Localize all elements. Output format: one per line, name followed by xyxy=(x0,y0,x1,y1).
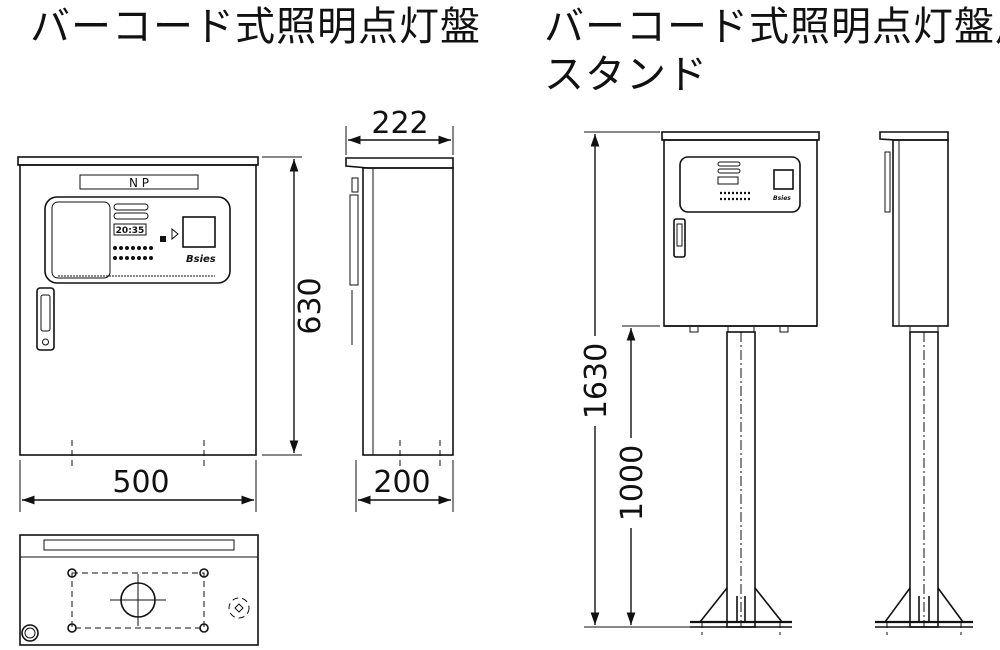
dim-side-top: 222 xyxy=(345,106,454,155)
bottom-body xyxy=(19,534,259,646)
dim-width: 500 xyxy=(19,460,257,512)
mount-hole-4 xyxy=(199,623,209,633)
stand-side-body xyxy=(892,139,949,327)
stand-bolt-1 xyxy=(689,325,699,333)
control-sub-window xyxy=(51,201,111,279)
side-handle-profile xyxy=(349,194,359,286)
door-handle-inner xyxy=(40,294,51,332)
stand-box-lid xyxy=(661,131,820,141)
stand-door-handle xyxy=(673,218,686,258)
stand-door-handle-inner xyxy=(676,223,683,247)
clock-display xyxy=(113,223,147,236)
bottom-mount-rect xyxy=(71,572,205,629)
stand-mount-plate xyxy=(727,325,755,333)
door-keyhole xyxy=(42,338,49,346)
title-stand-line1: バーコード式照明点灯盤用 xyxy=(544,4,1000,50)
mount-hole-2 xyxy=(199,568,209,578)
nameplate-frame xyxy=(79,174,199,190)
dim-side-top-label: 222 xyxy=(371,106,428,141)
side-body xyxy=(362,167,454,456)
stand-control-window xyxy=(679,156,801,213)
dim-stand-pole-label: 1000 xyxy=(615,445,650,521)
front-body xyxy=(19,164,257,456)
drain-hole xyxy=(21,624,39,642)
barcode-reader-window xyxy=(182,216,216,248)
brand-logo: Bsies xyxy=(186,254,216,265)
stand-switch-rows xyxy=(720,191,752,201)
stand-side-mount xyxy=(909,325,939,333)
side-top-lid xyxy=(345,157,454,169)
dim-stand-total: 1630 xyxy=(579,131,690,628)
stand-side-base-ribs xyxy=(884,587,964,623)
stand-brand-logo: Bsies xyxy=(773,195,791,202)
vent-circle xyxy=(228,597,250,619)
stand-side-view xyxy=(875,131,973,635)
panel-front-view: N P 20:35 Bsies xyxy=(17,156,259,470)
dim-stand-pole: 1000 xyxy=(615,325,660,625)
bottom-lid-edge xyxy=(43,539,235,551)
door-handle xyxy=(36,287,55,351)
stand-side-lid xyxy=(879,131,949,141)
dim-stand-total-label: 1630 xyxy=(579,343,614,419)
stand-base-ribs xyxy=(699,587,783,623)
panel-side-view xyxy=(345,157,454,470)
stand-indicator-2 xyxy=(717,168,741,174)
switch-row-1 xyxy=(113,246,153,250)
dim-depth: 200 xyxy=(355,460,454,512)
indicator-button-2 xyxy=(113,212,149,220)
stand-front-view: Bsies xyxy=(661,131,820,635)
dim-height-label: 630 xyxy=(293,277,328,334)
dim-depth-label: 200 xyxy=(373,465,430,500)
stand-side-handle xyxy=(884,151,891,213)
dim-height: 630 xyxy=(262,156,328,456)
mount-hole-3 xyxy=(67,623,77,633)
indicator-button-1 xyxy=(113,203,149,211)
stand-clock-display xyxy=(717,176,739,185)
title-panel: バーコード式照明点灯盤 xyxy=(30,4,481,50)
title-stand-line2: スタンド xyxy=(544,52,708,98)
switch-row-2 xyxy=(113,256,153,260)
status-led xyxy=(160,236,166,242)
dim-width-label: 500 xyxy=(112,465,169,500)
vent-icon xyxy=(234,603,244,613)
drain-hole-inner xyxy=(24,627,36,639)
nameplate-label: N P xyxy=(129,176,149,190)
control-window xyxy=(44,196,231,284)
side-hinge xyxy=(351,177,359,193)
front-top-lid xyxy=(17,156,259,166)
stand-reader-window xyxy=(773,169,794,190)
stand-bolt-2 xyxy=(779,325,789,333)
mount-hole-1 xyxy=(67,568,77,578)
clock-text: 20:35 xyxy=(116,226,145,236)
panel-bottom-view xyxy=(19,534,259,646)
stand-indicator-1 xyxy=(717,161,741,167)
stand-box-body xyxy=(663,139,818,327)
reader-arrow-icon xyxy=(171,227,179,241)
